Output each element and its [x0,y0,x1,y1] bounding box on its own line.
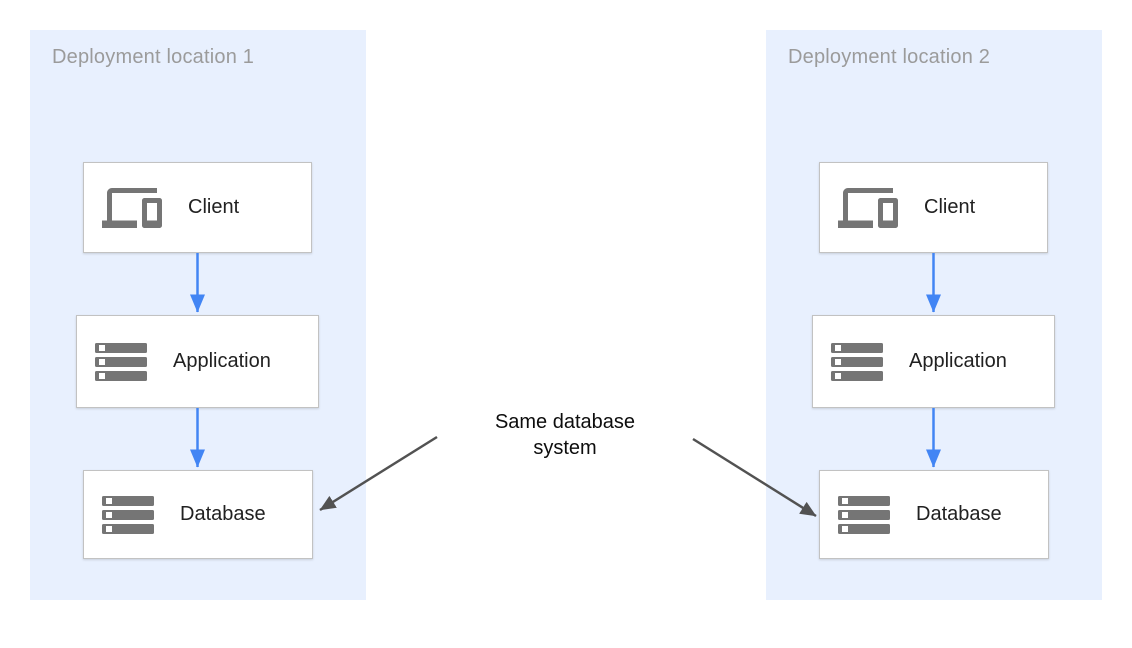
same-database-annotation: Same database system [494,411,636,459]
panel-title: Deployment location 1 [52,46,255,68]
server-icon [831,342,883,381]
panel-title: Deployment location 2 [788,46,991,68]
devices-icon [102,187,162,228]
node-application: Application [812,315,1055,408]
node-database: Database [819,470,1049,559]
node-label: Application [173,350,271,372]
server-icon [95,342,147,381]
node-client: Client [819,162,1048,253]
node-application: Application [76,315,319,408]
deployment-panel-2: Deployment location 2 Client App [766,30,1102,600]
node-label: Client [924,196,976,218]
node-label: Database [180,503,266,525]
node-client: Client [83,162,312,253]
server-icon [838,495,890,534]
deployment-panel-1: Deployment location 1 Client App [30,30,366,600]
server-icon [102,495,154,534]
node-label: Database [916,503,1002,525]
node-label: Client [188,196,240,218]
node-database: Database [83,470,313,559]
node-label: Application [909,350,1007,372]
devices-icon [838,187,898,228]
